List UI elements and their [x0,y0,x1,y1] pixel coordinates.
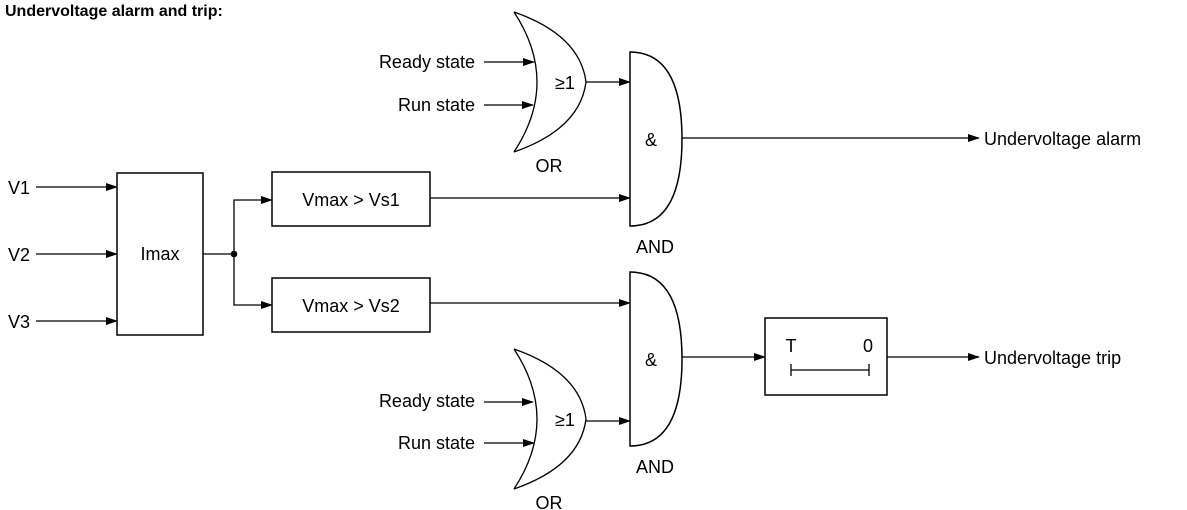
timer-zero-label: 0 [863,336,873,356]
input-v2: V2 [8,245,118,265]
or-top-symbol: ≥1 [555,73,575,93]
imax-block-frame [116,172,204,336]
wire-to-comparator-1 [233,196,273,254]
or-bottom-label: OR [536,493,563,510]
or-bottom-symbol: ≥1 [555,410,575,430]
or-bottom-front-curve [513,348,587,490]
output-undervoltage-alarm: Undervoltage alarm [984,129,1141,149]
or-gate-bottom: Ready state Run state ≥1 OR [379,348,631,510]
or-bottom-input-run: Run state [398,433,475,453]
and-bottom-shape [629,271,683,447]
input-v3-label: V3 [8,312,30,332]
wire-to-comparator-2 [233,254,273,309]
and-top-shape [629,51,683,227]
or-bottom-back-curve [513,348,538,490]
and-top-symbol: & [645,130,657,150]
comparator-vs1-label: Vmax > Vs1 [302,190,400,210]
or-top-input-run: Run state [398,95,475,115]
or-bottom-input-ready: Ready state [379,391,475,411]
comparator-vs2-frame [271,277,431,333]
comparator-vs1-frame [271,171,431,227]
imax-block: Imax [116,172,204,336]
and-gate-bottom: & AND [629,271,766,477]
input-v2-label: V2 [8,245,30,265]
or-top-input-ready: Ready state [379,52,475,72]
diagram-title: Undervoltage alarm and trip: [5,3,223,20]
input-v1: V1 [8,178,118,198]
output-undervoltage-trip: Undervoltage trip [984,348,1121,368]
comparator-vs2: Vmax > Vs2 [271,277,431,333]
imax-block-label: Imax [140,244,179,264]
timer-block-frame [764,317,888,396]
and-gate-top: & AND [629,51,980,257]
comparator-vs1: Vmax > Vs1 [271,171,431,227]
input-v1-label: V1 [8,178,30,198]
or-top-front-curve [513,11,587,153]
timer-block: T 0 [764,317,888,396]
and-bottom-label: AND [636,457,674,477]
and-top-label: AND [636,237,674,257]
or-top-back-curve [513,11,538,153]
and-bottom-symbol: & [645,350,657,370]
or-top-label: OR [536,156,563,176]
timer-t-label: T [786,336,797,356]
or-gate-top: Ready state Run state ≥1 OR [379,11,631,176]
input-v3: V3 [8,312,118,332]
comparator-vs2-label: Vmax > Vs2 [302,296,400,316]
